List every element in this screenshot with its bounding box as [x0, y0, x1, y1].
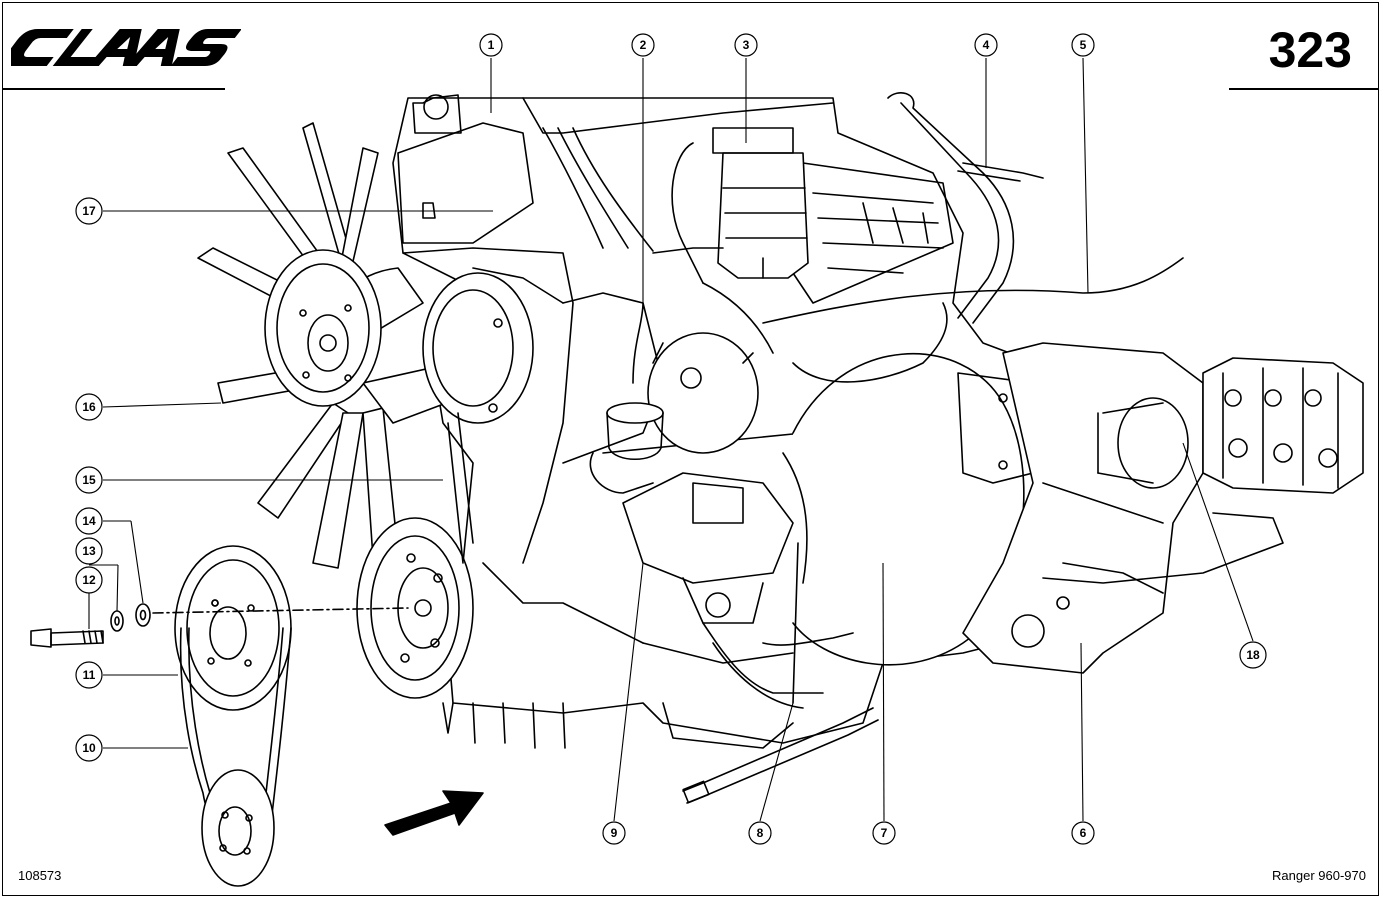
callout-15: 15: [75, 466, 103, 494]
callout-3: 3: [734, 33, 758, 57]
v-belt: [179, 627, 292, 887]
reference-code: 108573: [18, 868, 62, 883]
svg-text:14: 14: [82, 514, 96, 528]
model-label: Ranger 960-970: [1272, 868, 1366, 883]
svg-text:9: 9: [611, 826, 618, 840]
callout-18: 18: [1239, 641, 1267, 669]
page-number: 323: [1268, 22, 1352, 78]
callout-7: 7: [872, 821, 896, 845]
callout-13: 13: [75, 537, 103, 565]
svg-text:3: 3: [743, 38, 750, 52]
callout-17: 17: [75, 197, 103, 225]
svg-text:7: 7: [881, 826, 888, 840]
oil-filler-cap: [589, 402, 664, 494]
fuel-filter: [712, 127, 809, 279]
callout-1: 1: [479, 33, 503, 57]
callout-11: 11: [75, 661, 103, 689]
callout-9: 9: [602, 821, 626, 845]
hoses: [682, 452, 879, 804]
engine-assembly-drawing: 1 2 3 4 5 6 7 8 9 10 11 12 13 14 15 16 1…: [3, 33, 1378, 887]
svg-text:11: 11: [83, 668, 96, 682]
gearbox: [962, 342, 1364, 674]
dipstick-pipe: [887, 92, 1044, 324]
wiring-harness: [762, 257, 1184, 383]
callout-10: 10: [75, 734, 103, 762]
callout-8: 8: [748, 821, 772, 845]
injection-pump: [647, 332, 759, 454]
svg-text:15: 15: [82, 473, 96, 487]
svg-text:16: 16: [82, 400, 96, 414]
claas-logo: [11, 29, 241, 66]
callout-2: 2: [631, 33, 655, 57]
svg-text:1: 1: [488, 38, 495, 52]
svg-text:6: 6: [1080, 826, 1087, 840]
svg-text:10: 10: [82, 741, 96, 755]
oil-sump: [662, 702, 794, 749]
callout-5: 5: [1071, 33, 1095, 57]
exploded-pulley: [174, 545, 292, 711]
svg-text:8: 8: [757, 826, 764, 840]
svg-text:17: 17: [82, 204, 96, 218]
svg-text:2: 2: [640, 38, 647, 52]
starter-motor: [622, 472, 794, 624]
crankshaft-pulley: [356, 412, 474, 699]
svg-text:13: 13: [82, 544, 96, 558]
callout-14: 14: [75, 507, 103, 535]
callout-4: 4: [974, 33, 998, 57]
callout-12: 12: [75, 566, 103, 594]
fan-pulley: [264, 249, 382, 407]
leader-lines: [88, 57, 1254, 822]
view-direction-arrow: [384, 790, 484, 836]
svg-text:12: 12: [82, 573, 96, 587]
water-pump-housing: [422, 272, 534, 424]
callout-bubbles: 1 2 3 4 5 6 7 8 9 10 11 12 13 14 15 16 1…: [75, 33, 1267, 845]
svg-text:4: 4: [983, 38, 990, 52]
svg-text:18: 18: [1246, 648, 1260, 662]
callout-6: 6: [1071, 821, 1095, 845]
callout-16: 16: [75, 393, 103, 421]
svg-text:5: 5: [1080, 38, 1087, 52]
